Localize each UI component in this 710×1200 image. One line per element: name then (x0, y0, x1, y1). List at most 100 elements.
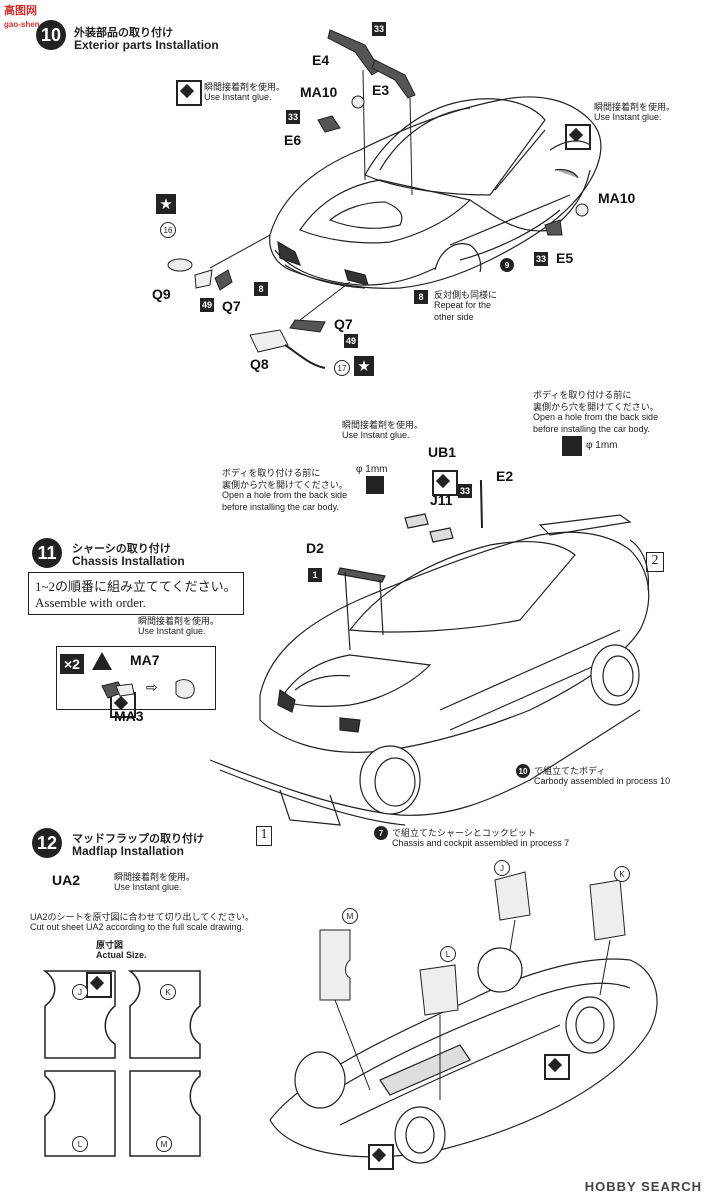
star-icon: ★ (156, 194, 176, 214)
part-q7-label: Q7 (222, 298, 241, 314)
part-49-badge: 49 (344, 334, 358, 348)
glue-note-en: Use Instant glue. (594, 112, 662, 122)
step-12-number: 12 (32, 828, 62, 858)
part-17-badge: 17 (334, 360, 350, 376)
assembly-order-note: 1~2の順番に組み立ててください。 Assemble with order. (28, 572, 244, 615)
flap-l-badge: L (440, 946, 456, 962)
step-10-title-en: Exterior parts Installation (74, 38, 219, 52)
hole-note-jp-1: ボディを取り付ける前に (533, 390, 632, 400)
actual-size-jp: 原寸図 (96, 940, 124, 950)
step-ref-10-badge: 10 (516, 764, 530, 778)
part-49-badge: 49 (200, 298, 214, 312)
order-1-badge: 1 (256, 826, 272, 846)
part-e2-label: E2 (496, 468, 514, 484)
glue-icon (110, 692, 136, 718)
step-11-title-en: Chassis Installation (72, 554, 185, 568)
hole-note-jp-2: 裏側から穴を開けてください。 (222, 480, 348, 490)
step-11-number: 11 (32, 538, 62, 568)
glue-note-jp: 瞬間接着剤を使用。 (342, 420, 424, 430)
order-jp: 1~2の順番に組み立ててください。 (35, 579, 237, 594)
step-12-title-jp: マッドフラップの取り付け (72, 833, 204, 845)
glue-note-jp: 瞬間接着剤を使用。 (114, 872, 196, 882)
part-16-badge: 16 (160, 222, 176, 238)
part-q8-label: Q8 (250, 356, 269, 372)
quantity-badge: ×2 (60, 654, 84, 674)
part-e3-label: E3 (372, 82, 390, 98)
glue-icon (544, 1054, 570, 1080)
flap-k-badge: K (160, 984, 176, 1000)
part-33-badge: 33 (286, 110, 300, 124)
chassis-note-en: Chassis and cockpit assembled in process… (392, 838, 570, 848)
part-1-badge: 1 (308, 568, 322, 582)
hole-note-en-2: before installing the car body. (222, 502, 339, 512)
part-e5-label: E5 (556, 250, 574, 266)
drill-icon (366, 476, 384, 494)
glue-icon (86, 972, 112, 998)
hole-dia: φ 1mm (586, 440, 618, 451)
step-12-underside-drawing (269, 871, 658, 1164)
part-ma7-label: MA7 (130, 652, 160, 668)
hole-note-jp-1: ボディを取り付ける前に (222, 468, 321, 478)
actual-size-en: Actual Size. (96, 950, 147, 960)
part-q9-label: Q9 (152, 286, 171, 302)
step-ref-7-badge: 7 (374, 826, 388, 840)
carbody-note-en: Carbody assembled in process 10 (534, 776, 671, 786)
part-ma10-label: MA10 (300, 84, 338, 100)
flap-j-badge: J (72, 984, 88, 1000)
part-33-badge: 33 (458, 484, 472, 498)
part-ub1-label: UB1 (428, 444, 457, 460)
glue-note-jp: 瞬間接着剤を使用。 (594, 102, 676, 112)
glue-icon (565, 124, 591, 150)
flap-k-badge: K (614, 866, 630, 882)
ma-subassembly-box (56, 646, 216, 710)
part-q7-label: Q7 (334, 316, 353, 332)
order-en: Assemble with order. (35, 595, 146, 610)
hole-dia: φ 1mm (356, 464, 388, 475)
glue-note-en: Use Instant glue. (114, 882, 182, 892)
watermark-logo: 高图网 gao-shen.com (4, 2, 58, 30)
hole-note-en-1: Open a hole from the back side (222, 490, 348, 500)
actual-size-flaps-drawing (42, 970, 201, 1157)
glue-note-jp: 瞬間接着剤を使用。 (138, 616, 220, 626)
part-8-badge: 8 (254, 282, 268, 296)
hole-note-en-2: before installing the car body. (533, 424, 650, 434)
part-j11-label: J11 (430, 492, 453, 508)
part-8-badge: 8 (414, 290, 428, 304)
repeat-note-jp: 反対側も同様に (434, 290, 498, 300)
part-ma3-label: MA3 (114, 708, 144, 724)
order-2-badge: 2 (646, 552, 664, 572)
logo-sub: gao-shen.com (4, 20, 59, 29)
drill-icon (562, 436, 582, 456)
step-11-title-jp: シャーシの取り付け (72, 543, 171, 555)
part-e4-label: E4 (312, 52, 330, 68)
cut-note-jp: UA2のシートを原寸図に合わせて切り出してください。 (30, 912, 254, 922)
glue-icon (176, 80, 202, 106)
watermark-hobby-search: HOBBY SEARCH (584, 1179, 702, 1194)
hole-note-en-1: Open a hole from the back side (533, 412, 659, 422)
repeat-note-en-2: other side (434, 312, 474, 322)
flap-m-badge: M (156, 1136, 172, 1152)
repeat-note-en-1: Repeat for the (434, 300, 492, 310)
step-10-car-body-drawing (167, 29, 602, 369)
flap-m-badge: M (342, 908, 358, 924)
part-d2-label: D2 (306, 540, 324, 556)
step-11-car-assembly-drawing (209, 480, 650, 826)
flap-j-badge: J (494, 860, 510, 876)
star-icon: ★ (354, 356, 374, 376)
carbody-note-jp: で組立てたボディ (534, 766, 606, 776)
flap-l-badge: L (72, 1136, 88, 1152)
ma-parts-drawing: ⇨ (101, 679, 195, 699)
part-e6-label: E6 (284, 132, 302, 148)
hole-note-jp-2: 裏側から穴を開けてください。 (533, 402, 659, 412)
step-10-title-jp: 外装部品の取り付け (74, 27, 173, 39)
step-10-number: 10 (36, 20, 66, 50)
svg-text:⇨: ⇨ (146, 679, 158, 695)
glue-note-en: Use Instant glue. (138, 626, 206, 636)
part-33-badge: 33 (372, 22, 386, 36)
cut-note-en: Cut out sheet UA2 according to the full … (30, 922, 245, 932)
part-ua2-label: UA2 (52, 872, 81, 888)
part-ma10-label: MA10 (598, 190, 636, 206)
glue-icon (368, 1144, 394, 1170)
logo-text: 高图网 (4, 5, 37, 17)
glue-icon (432, 470, 458, 496)
